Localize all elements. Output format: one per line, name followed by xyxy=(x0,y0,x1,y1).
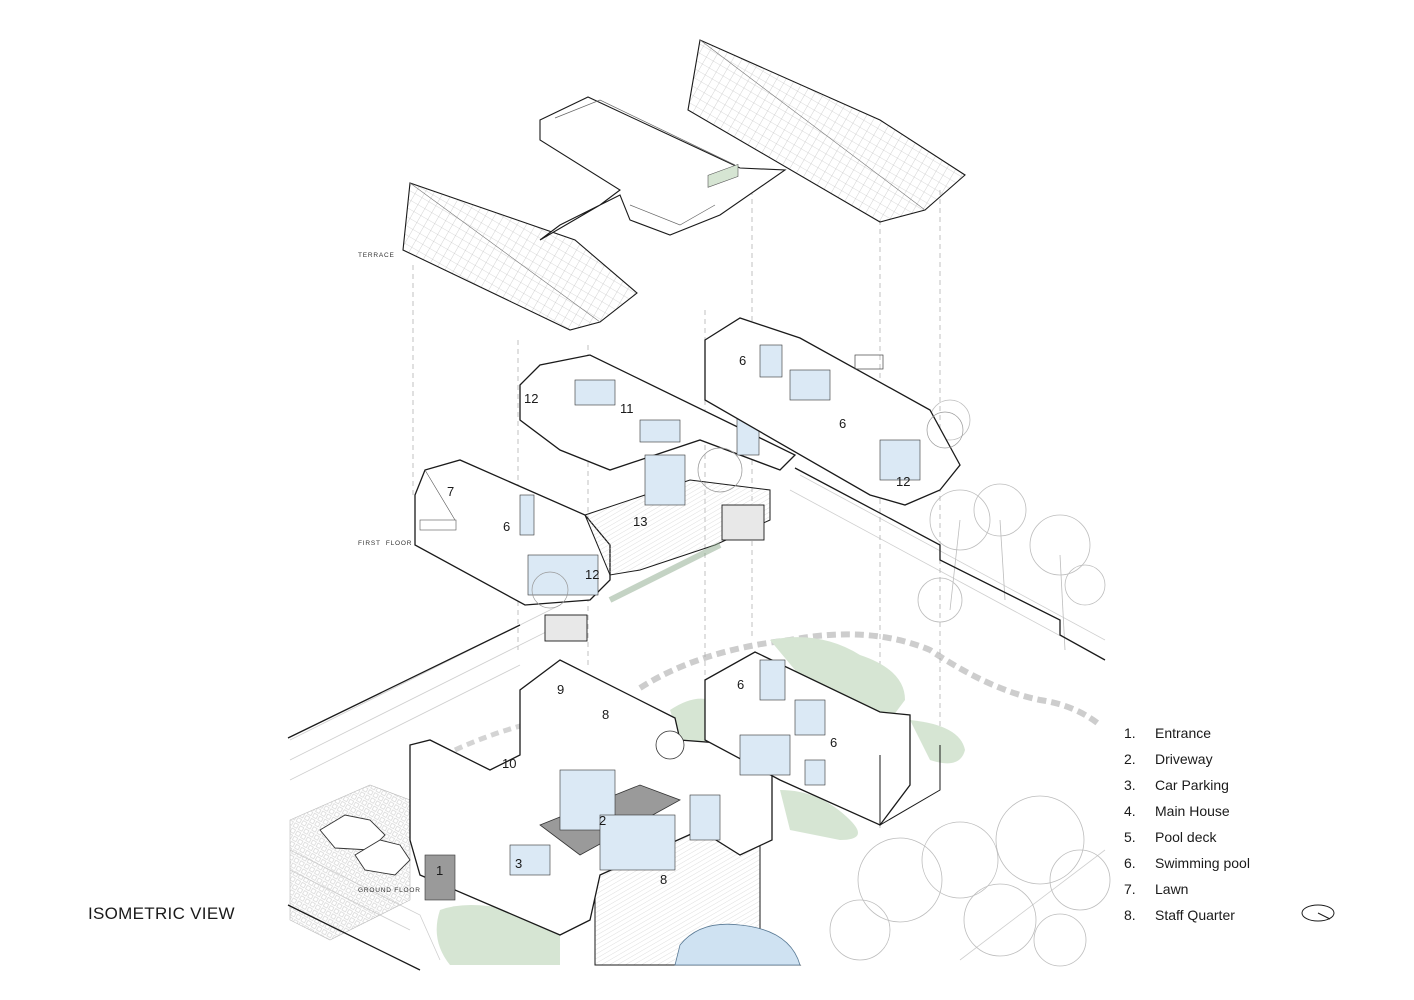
room-labels-first-floor: 6 12 11 6 7 6 13 12 12 xyxy=(447,353,910,582)
legend-number: 6. xyxy=(1124,855,1136,871)
room-label: 7 xyxy=(447,484,454,499)
legend-item: 2. Driveway xyxy=(1124,748,1250,774)
room-label: 12 xyxy=(896,474,910,489)
legend-item: 5. Pool deck xyxy=(1124,826,1250,852)
room-label: 6 xyxy=(830,735,837,750)
terrace-roof-left xyxy=(402,182,638,331)
room-label: 13 xyxy=(633,514,647,529)
room-label: 8 xyxy=(602,707,609,722)
legend-label: Staff Quarter xyxy=(1155,907,1235,923)
legend-item: 4. Main House xyxy=(1124,800,1250,826)
terrace-slab xyxy=(539,96,787,241)
room-label: 1 xyxy=(436,863,443,878)
legend-number: 5. xyxy=(1124,829,1136,845)
legend-number: 4. xyxy=(1124,803,1136,819)
legend-number: 1. xyxy=(1124,725,1136,741)
room-label: 6 xyxy=(739,353,746,368)
legend-item: 7. Lawn xyxy=(1124,878,1250,904)
ground-floor-level xyxy=(289,637,965,966)
legend-label: Car Parking xyxy=(1155,777,1229,793)
legend-label: Lawn xyxy=(1155,881,1189,897)
legend-label: Swimming pool xyxy=(1155,855,1250,871)
car-parking-paving xyxy=(289,784,411,941)
planter-box xyxy=(544,614,588,642)
room-label: 12 xyxy=(585,567,599,582)
room-label: 6 xyxy=(839,416,846,431)
legend-number: 3. xyxy=(1124,777,1136,793)
room-label: 6 xyxy=(737,677,744,692)
first-floor-right-wing xyxy=(704,317,961,506)
legend-label: Driveway xyxy=(1155,751,1213,767)
ground-floor-right-wing xyxy=(704,651,911,826)
legend-item: 3. Car Parking xyxy=(1124,774,1250,800)
legend-item: 1. Entrance xyxy=(1124,722,1250,748)
legend-label: Main House xyxy=(1155,803,1230,819)
room-label: 6 xyxy=(503,519,510,534)
room-label: 9 xyxy=(557,682,564,697)
terrace-level xyxy=(402,39,966,331)
boundary-wall-front xyxy=(287,904,421,971)
room-label: 3 xyxy=(515,856,522,871)
north-arrow-icon xyxy=(1301,904,1335,922)
level-label-ground-floor: GROUND FLOOR xyxy=(358,887,421,894)
room-label: 10 xyxy=(502,756,516,771)
level-label-first-floor: FIRST FLOOR xyxy=(358,540,412,547)
room-labels-ground-floor: 9 8 6 6 10 2 3 1 8 xyxy=(436,677,837,887)
legend-label: Pool deck xyxy=(1155,829,1217,845)
car-icon xyxy=(319,814,411,876)
legend-number: 7. xyxy=(1124,881,1136,897)
room-label: 8 xyxy=(660,872,667,887)
legend-item: 8. Staff Quarter xyxy=(1124,904,1250,930)
legend-number: 2. xyxy=(1124,751,1136,767)
legend-item: 6. Swimming pool xyxy=(1124,852,1250,878)
legend-number: 8. xyxy=(1124,907,1136,923)
level-label-terrace: TERRACE xyxy=(358,252,395,259)
boundary-wall-first xyxy=(794,467,1106,661)
drawing-title: ISOMETRIC VIEW xyxy=(88,904,235,923)
first-floor-level xyxy=(414,317,964,642)
legend: 1. Entrance 2. Driveway 3. Car Parking 4. Ma… xyxy=(1124,722,1250,930)
spiral-stair xyxy=(655,730,685,760)
room-label: 11 xyxy=(620,401,634,416)
swimming-pool xyxy=(674,923,801,966)
room-label: 2 xyxy=(599,813,606,828)
room-label: 12 xyxy=(524,391,538,406)
stepping-stone-path xyxy=(638,631,1102,728)
legend-label: Entrance xyxy=(1155,725,1212,741)
boundary-wall-ground xyxy=(287,624,521,739)
